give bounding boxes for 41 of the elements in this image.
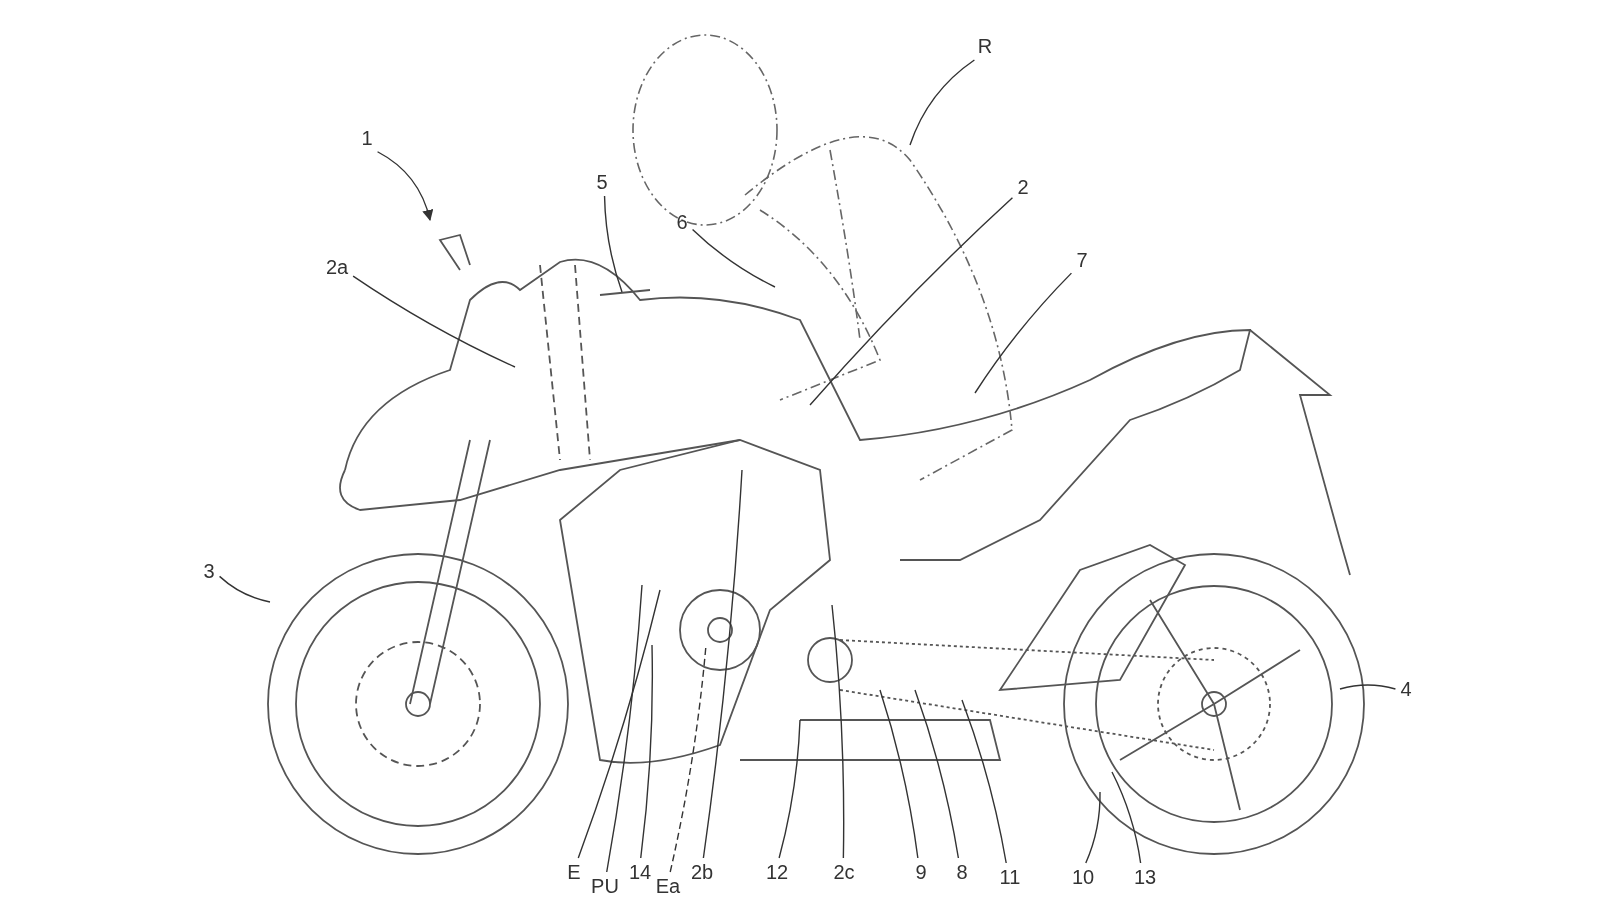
reference-label: 10 (1069, 866, 1097, 888)
leader-line (603, 195, 623, 293)
leader-line (914, 689, 960, 859)
leader-line (974, 272, 1073, 394)
reference-label: 5 (594, 171, 610, 193)
reference-label: 7 (1074, 249, 1090, 271)
reference-label: 2b (688, 861, 716, 883)
leader-line (691, 228, 776, 288)
reference-label: 8 (954, 861, 970, 883)
reference-label: 9 (913, 861, 929, 883)
leader-line (577, 589, 661, 859)
reference-label: 1 (359, 127, 375, 149)
leader-line (1085, 791, 1101, 864)
reference-label: 3 (201, 560, 217, 582)
leader-line (778, 719, 801, 859)
reference-label: PU (589, 875, 621, 897)
reference-label: 14 (626, 861, 654, 883)
leader-line (961, 699, 1007, 864)
leader-line (218, 575, 271, 603)
leader-line (702, 469, 743, 859)
reference-label: 6 (674, 211, 690, 233)
reference-label: 12 (763, 861, 791, 883)
leader-line (640, 644, 654, 859)
leader-line (909, 59, 976, 146)
reference-label: R (975, 35, 995, 57)
reference-label: 4 (1398, 678, 1414, 700)
reference-label: 2c (831, 861, 857, 883)
reference-label: Ea (653, 875, 683, 897)
arrow (376, 151, 433, 222)
leader-line (1339, 684, 1397, 690)
leader-line (352, 275, 516, 368)
reference-label: 2a (323, 256, 351, 278)
leader-line (879, 689, 919, 859)
leader-line (809, 197, 1014, 406)
reference-label: 13 (1131, 866, 1159, 888)
leader-line (606, 584, 643, 873)
leader-line (1111, 771, 1142, 864)
reference-label: E (565, 861, 583, 883)
leader-line (831, 604, 845, 859)
reference-label: 2 (1015, 176, 1031, 198)
reference-label: 11 (997, 866, 1023, 888)
